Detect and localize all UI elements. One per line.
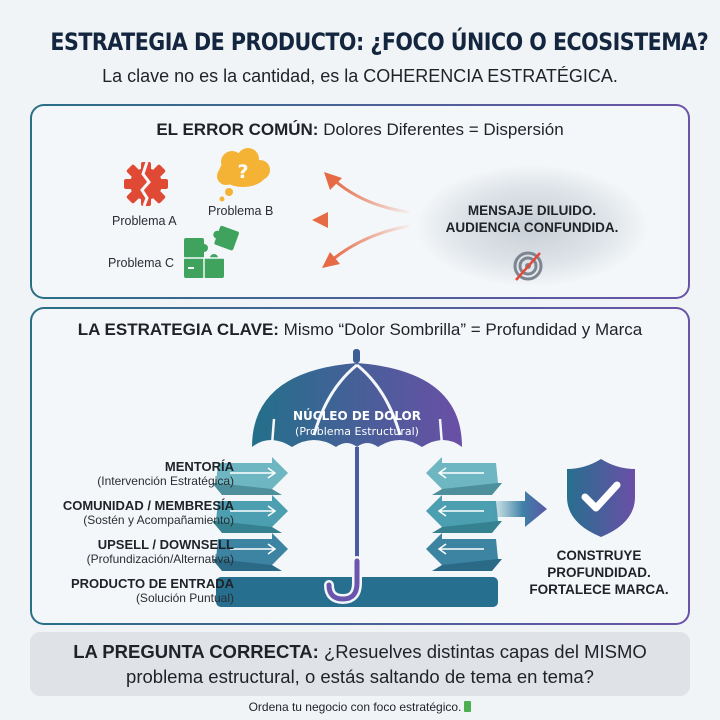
layer-label-producto: PRODUCTO DE ENTRADA (Solución Puntual) (4, 576, 234, 605)
page-subtitle: La clave no es la cantidad, es la COHERE… (102, 66, 618, 86)
arrow-left-icon (312, 212, 328, 228)
diluted-line-2: AUDIENCIA CONFUNDIDA. (445, 220, 619, 235)
footer-text: Ordena tu negocio con foco estratégico. (248, 700, 462, 714)
page-title: ESTRATEGIA DE PRODUCTO: ¿FOCO ÚNICO O EC… (50, 28, 709, 56)
layer-comunidad (212, 495, 502, 533)
result-message: CONSTRUYE PROFUNDIDAD. FORTALECE MARCA. (524, 547, 674, 598)
umbrella-layers-diagram: NÚCLEO DE DOLOR (Problema Estructural) (212, 349, 502, 607)
problem-c-label: Problema C (108, 256, 174, 270)
svg-text:?: ? (237, 161, 248, 183)
layer-title: UPSELL / DOWNSELL (97, 537, 234, 552)
dispersion-arrows (312, 172, 410, 268)
thought-cloud-question-icon: ? (217, 148, 270, 202)
crossed-target-icon (513, 251, 543, 281)
problem-a-label: Problema A (112, 214, 177, 228)
diluted-message: MENSAJE DILUIDO. AUDIENCIA CONFUNDIDA. (422, 202, 642, 236)
result-line-2: PROFUNDIDAD. (547, 565, 651, 580)
result-line-1: CONSTRUYE (556, 548, 642, 563)
shield-check-icon (567, 459, 635, 537)
umbrella-canopy (252, 363, 462, 447)
strategy-heading-bold: LA ESTRATEGIA CLAVE: (77, 320, 279, 339)
layer-label-mentoria: MENTORÍA (Intervención Estratégica) (4, 459, 234, 488)
arrow-down-left-icon (322, 252, 340, 268)
arrow-up-left-icon (324, 172, 342, 190)
umbrella-title: NÚCLEO DE DOLOR (293, 408, 421, 423)
question-line-2: problema estructural, o estás saltando d… (126, 666, 594, 687)
strategy-heading-text: Mismo “Dolor Sombrilla” = Profundidad y … (278, 320, 643, 339)
footer: Ordena tu negocio con foco estratégico. (0, 700, 720, 714)
layer-label-comunidad: COMUNIDAD / MEMBRESÍA (Sostén y Acompaña… (4, 498, 234, 527)
error-heading: EL ERROR COMÚN: Dolores Diferentes = Dis… (32, 120, 688, 140)
layer-upsell (212, 533, 502, 571)
layer-subtitle: (Profundización/Alternativa) (86, 552, 234, 566)
layer-subtitle: (Intervención Estratégica) (97, 474, 234, 488)
error-heading-bold: EL ERROR COMÚN: (156, 120, 319, 139)
puzzle-pieces-icon (184, 225, 239, 278)
layer-title: COMUNIDAD / MEMBRESÍA (62, 498, 234, 513)
error-heading-text: Dolores Diferentes = Dispersión (318, 120, 564, 139)
layer-title: MENTORÍA (164, 459, 234, 474)
strategy-heading: LA ESTRATEGIA CLAVE: Mismo “Dolor Sombri… (32, 320, 688, 340)
arrow-right-icon (487, 491, 547, 527)
layer-subtitle: (Sostén y Acompañamiento) (83, 513, 234, 527)
error-section: EL ERROR COMÚN: Dolores Diferentes = Dis… (30, 104, 690, 299)
strategy-section: LA ESTRATEGIA CLAVE: Mismo “Dolor Sombri… (30, 307, 690, 625)
result-line-3: FORTALECE MARCA. (529, 582, 669, 597)
umbrella-handle (326, 558, 360, 602)
layer-mentoria (212, 457, 502, 495)
question-text: ¿Resuelves distintas capas del MISMO (318, 641, 647, 662)
question-line-1: LA PREGUNTA CORRECTA: ¿Resuelves distint… (30, 639, 690, 664)
diluted-line-1: MENSAJE DILUIDO. (467, 203, 597, 218)
umbrella-subtitle: (Problema Estructural) (295, 425, 419, 438)
layer-title: PRODUCTO DE ENTRADA (71, 576, 234, 591)
broken-gear-icon (124, 161, 168, 207)
battery-icon (464, 701, 472, 712)
problem-b-label: Problema B (208, 204, 274, 218)
blur-cloud (417, 166, 647, 286)
layer-subtitle: (Solución Puntual) (135, 591, 234, 605)
question-callout: LA PREGUNTA CORRECTA: ¿Resuelves distint… (30, 632, 690, 696)
question-bold: LA PREGUNTA CORRECTA: (73, 641, 319, 662)
layer-label-upsell: UPSELL / DOWNSELL (Profundización/Altern… (4, 537, 234, 566)
